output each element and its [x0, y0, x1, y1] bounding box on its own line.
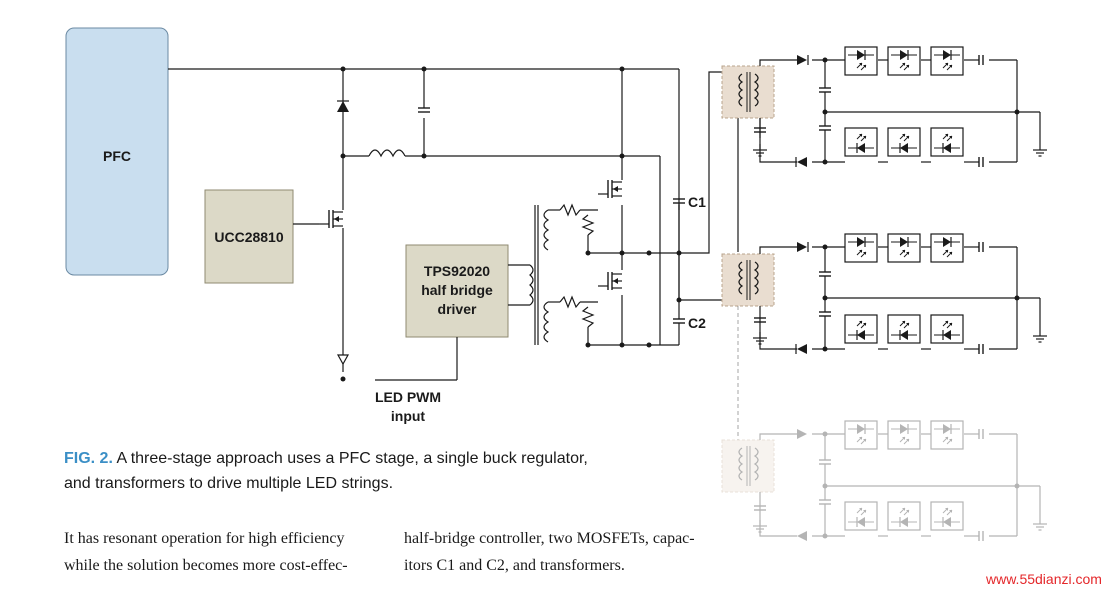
body-text-column-1: It has resonant operation for high effic… — [64, 525, 348, 579]
body-col1-line1: It has resonant operation for high effic… — [64, 530, 345, 547]
low-side-mosfet-symbol — [597, 271, 623, 291]
body-col2-line2: itors C1 and C2, and transformers. — [404, 557, 625, 574]
ucc28810-block: UCC28810 — [204, 189, 294, 284]
c1-label: C1 — [688, 194, 706, 210]
half-bridge — [375, 69, 680, 381]
pfc-label: PFC — [103, 148, 131, 164]
body-col2-line1: half-bridge controller, two MOSFETs, cap… — [404, 530, 695, 547]
led-pwm-label: LED PWM — [375, 389, 441, 405]
high-side-mosfet-symbol — [597, 179, 623, 199]
tps-driver-label: driver — [438, 301, 477, 317]
tps92020-block: TPS92020 half bridge driver — [405, 244, 509, 338]
bulk-capacitor-symbol — [417, 107, 431, 113]
caption-line-2: and transformers to drive multiple LED s… — [64, 475, 394, 492]
pwm-input-label: input — [391, 408, 426, 424]
figure-caption: FIG. 2. A three-stage approach uses a PF… — [64, 446, 664, 496]
watermark-text: www.55dianzi.com — [986, 571, 1102, 587]
buck-ground-arrow — [336, 354, 350, 366]
led-channel-3-faded — [721, 306, 1048, 542]
caption-line-1: A three-stage approach uses a PFC stage,… — [116, 450, 588, 467]
led-channel-2 — [721, 233, 1048, 355]
pfc-block: PFC — [65, 27, 169, 276]
buck-node-dot — [340, 376, 346, 382]
body-text-column-2: half-bridge controller, two MOSFETs, cap… — [404, 525, 695, 579]
c2-capacitor-symbol — [672, 318, 686, 324]
body-col1-line2: while the solution becomes more cost-eff… — [64, 557, 348, 574]
c2-label: C2 — [688, 315, 706, 331]
tps-half-bridge-label: half bridge — [421, 282, 493, 298]
led-channel-1 — [721, 46, 1048, 168]
tps92020-label: TPS92020 — [424, 263, 490, 279]
buck-mosfet-symbol — [318, 209, 344, 229]
ucc28810-label: UCC28810 — [214, 229, 283, 245]
figure-number: FIG. 2. — [64, 450, 113, 467]
